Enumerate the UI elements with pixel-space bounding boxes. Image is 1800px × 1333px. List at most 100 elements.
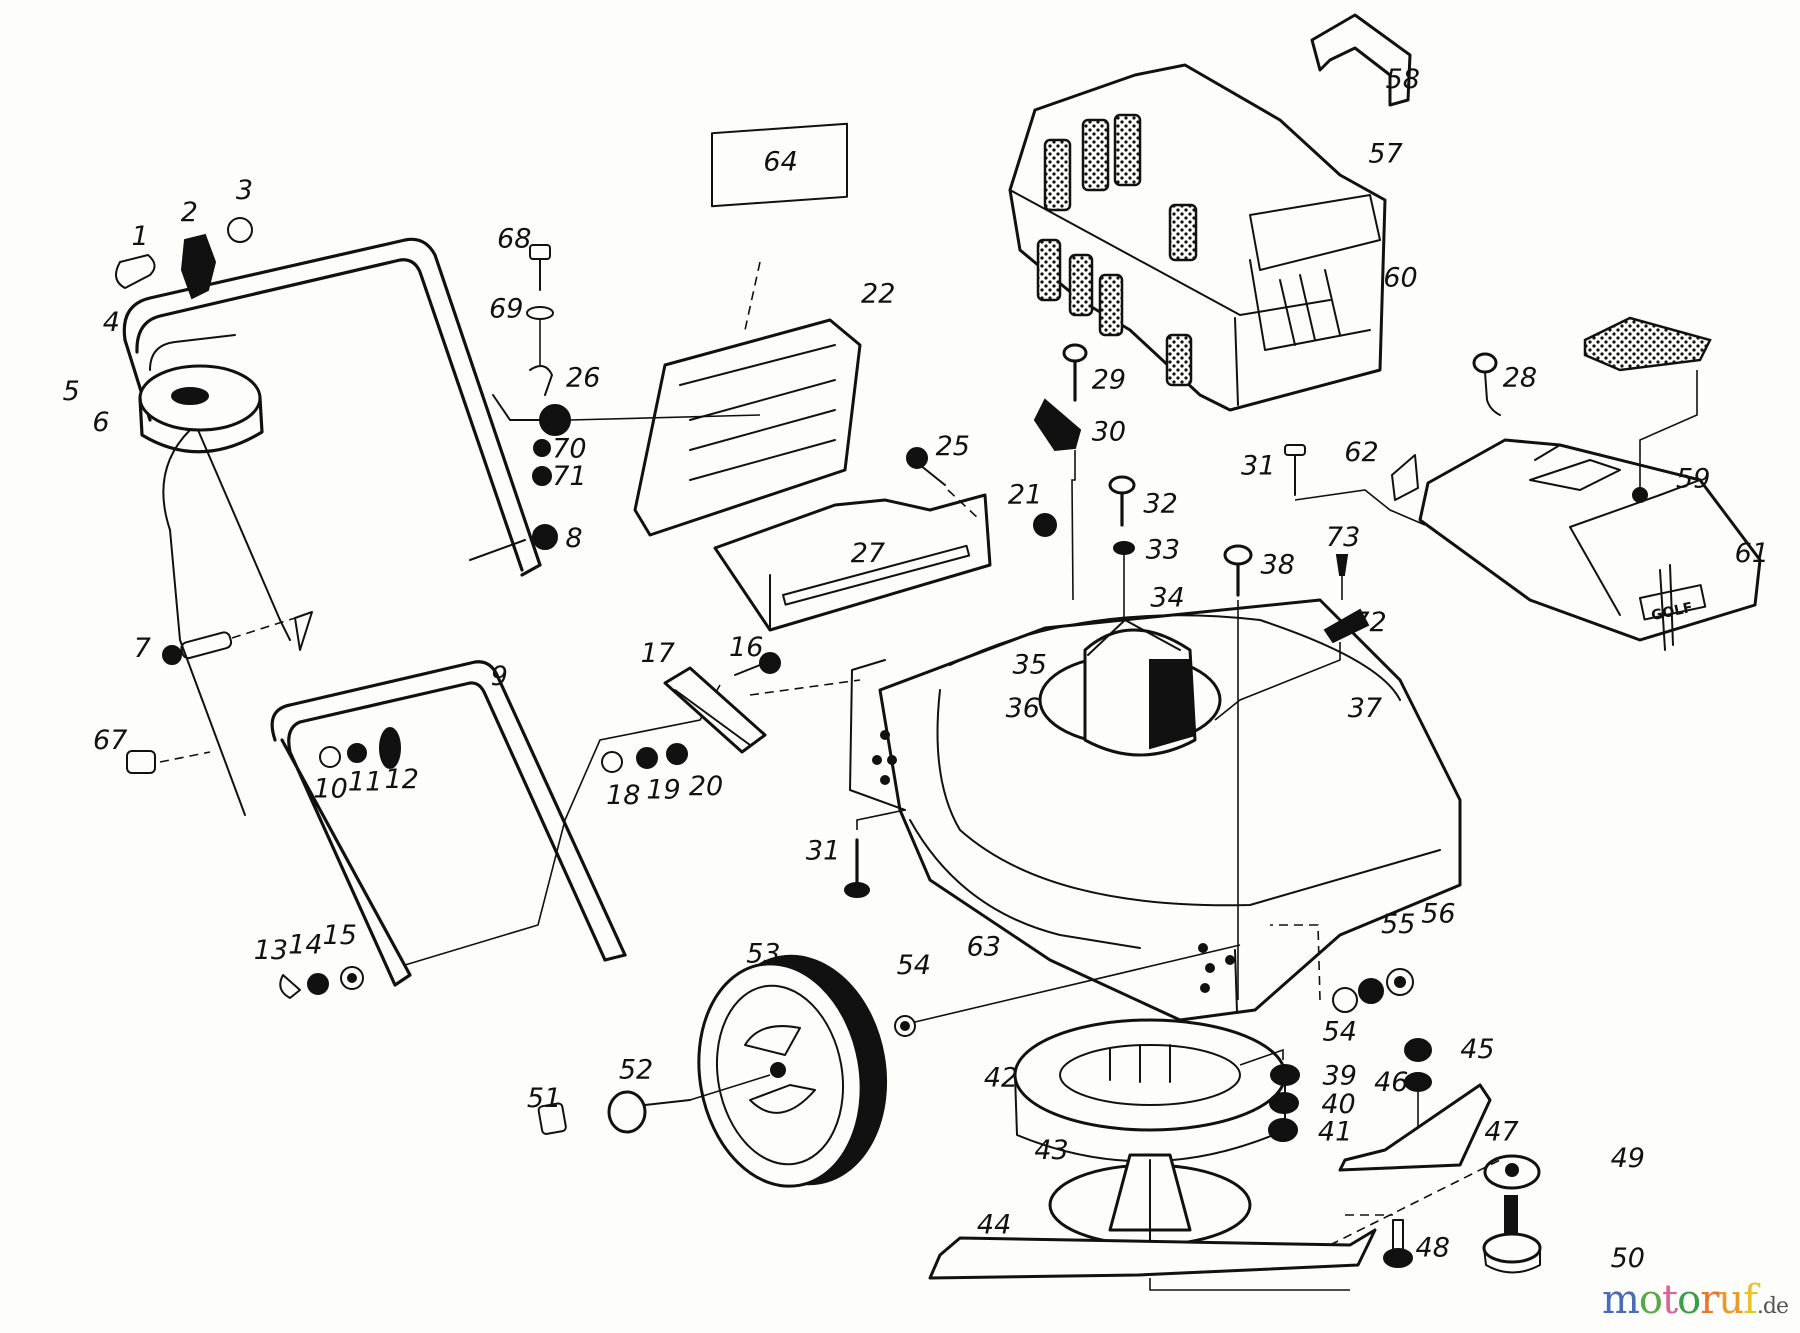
part-number-label: 29	[1092, 365, 1126, 396]
part-number-label: 32	[1143, 489, 1177, 520]
part-number-label: 14	[288, 929, 322, 960]
rear-flap-part-22	[633, 318, 862, 537]
part-number-label: 37	[1348, 693, 1382, 724]
part-number-label: 67	[93, 725, 127, 756]
spring-part-26	[492, 365, 761, 436]
screw-part-29	[1062, 343, 1088, 402]
bracket-part-30	[1033, 398, 1082, 601]
leader-49	[1329, 1159, 1501, 1246]
part-number-label: 11	[348, 766, 382, 797]
part-number-label: 2	[181, 197, 198, 228]
part-number-label: 35	[1013, 649, 1047, 680]
leader-64	[744, 261, 761, 331]
part-number-label: 28	[1503, 362, 1537, 393]
part-number-label: 62	[1344, 437, 1378, 468]
part-number-label: 38	[1261, 549, 1295, 580]
part-number-label: 40	[1321, 1089, 1355, 1120]
part-number-label: 8	[565, 523, 582, 554]
label-plate-part-64	[711, 122, 848, 208]
part-number-label: 31	[806, 835, 840, 866]
part-number-label: 15	[323, 920, 357, 951]
part-number-label: 1	[132, 221, 149, 252]
wheel-part-53	[697, 954, 888, 1188]
part-number-label: 49	[1611, 1143, 1645, 1174]
label-part-62	[1391, 454, 1419, 501]
part-number-label: 43	[1034, 1135, 1068, 1166]
part-number-label: 42	[984, 1063, 1018, 1094]
part-number-label: 9	[491, 661, 508, 692]
part-number-label: 5	[63, 376, 80, 407]
leader-25	[947, 489, 981, 521]
wheel-bolt-part-52	[607, 1074, 771, 1134]
part-number-label: 4	[103, 307, 120, 338]
part-number-label: 69	[489, 293, 523, 324]
part-number-label: 48	[1416, 1233, 1450, 1264]
washer-part-33	[1113, 541, 1135, 620]
part-number-label: 63	[967, 932, 1001, 963]
part-number-label: 10	[313, 773, 347, 804]
clamp-part-17	[663, 666, 767, 754]
watermark-letter: m	[1601, 1277, 1640, 1323]
watermark-letter: r	[1700, 1277, 1719, 1323]
rear-cover-part-59	[1418, 370, 1762, 642]
screw-part-21	[1033, 513, 1057, 537]
part-number-label: 61	[1735, 538, 1769, 569]
part-number-label: 7	[134, 633, 151, 664]
blade-part-44	[928, 1228, 1377, 1291]
part-number-label: 33	[1146, 535, 1180, 566]
screw-part-68	[529, 244, 551, 291]
grass-bag-part-57	[1008, 63, 1387, 412]
cable-part-63	[909, 819, 1141, 949]
mower-deck	[849, 598, 1462, 1022]
screw-part-1	[115, 254, 156, 289]
part-number-label: 72	[1352, 607, 1386, 638]
part-number-label: 47	[1484, 1117, 1518, 1148]
leader-67	[159, 751, 211, 763]
part-number-label: 3	[236, 175, 253, 206]
part-number-label: 68	[497, 223, 531, 254]
part-number-label: 31	[1241, 451, 1275, 482]
watermark-letter: o	[1638, 1277, 1663, 1323]
part-number-label: 17	[641, 638, 675, 669]
clip-part-72	[1214, 608, 1370, 721]
nut-part-45	[1404, 1038, 1432, 1062]
washers-70-71	[532, 439, 552, 486]
part-number-label: 52	[619, 1055, 653, 1086]
bracket	[294, 611, 313, 651]
watermark-letter: f	[1743, 1277, 1758, 1323]
fan-part-42	[1013, 1018, 1287, 1163]
washer-part-54-left	[894, 944, 1241, 1037]
part-number-label: 6	[92, 407, 109, 438]
washers-39-40-41	[1239, 1048, 1300, 1142]
watermark-logo-text: motoruf	[1601, 1277, 1758, 1323]
handle-rod	[197, 429, 291, 641]
part-number-label: 21	[1008, 479, 1042, 510]
screw-part-32	[1108, 475, 1136, 527]
part-number-label: 12	[385, 764, 419, 795]
motoruf-watermark: motoruf.de	[1601, 1277, 1789, 1323]
part-number-label: 46	[1374, 1067, 1408, 1098]
part-number-label: 13	[254, 935, 288, 966]
lower-handle	[270, 660, 627, 987]
leader-17	[749, 679, 861, 696]
part-number-label: 56	[1421, 898, 1455, 929]
wheel-hub-part-50	[1482, 1195, 1542, 1274]
part-number-label: 58	[1386, 64, 1420, 95]
plate-part-47	[1338, 1083, 1492, 1172]
screw-part-31-lower	[844, 809, 906, 898]
screw-part-28	[1472, 352, 1501, 416]
part-number-label: 41	[1318, 1117, 1352, 1148]
part-number-label: 60	[1383, 263, 1417, 294]
screw-part-38	[1223, 544, 1253, 1000]
part-number-label: 54	[1323, 1017, 1357, 1048]
upper-handle	[122, 237, 542, 577]
part-number-label: 70	[552, 434, 586, 465]
screw-part-73	[1335, 554, 1349, 600]
nut-part-3	[227, 217, 253, 243]
bag-handle-part-58	[1310, 13, 1412, 107]
wheel-cap-part-51	[537, 1102, 567, 1135]
washers-54-55-56-right	[1270, 924, 1414, 1013]
knob-13-14-15	[279, 966, 364, 999]
watermark-domain-suffix: .de	[1756, 1294, 1789, 1319]
